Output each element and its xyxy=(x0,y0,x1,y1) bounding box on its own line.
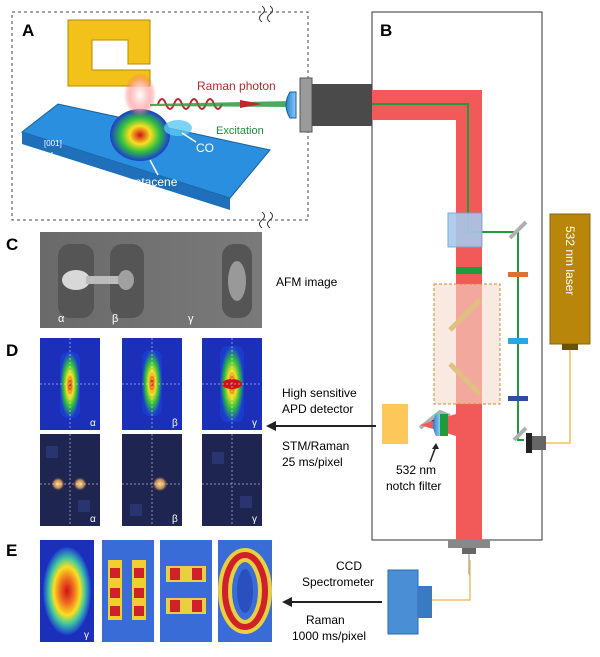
d-noise-alpha-label: α xyxy=(90,514,96,525)
stm-label-2: 25 ms/pixel xyxy=(282,455,343,469)
raman-arrow xyxy=(240,100,262,108)
laser-label: 532 nm laser xyxy=(563,226,577,295)
e-map-3 xyxy=(160,540,212,642)
e-map-4 xyxy=(218,540,272,642)
d-noise-alpha xyxy=(40,434,100,526)
d-map-gamma xyxy=(202,338,262,430)
panel-label-e: E xyxy=(6,541,17,560)
ccd-arrow-head xyxy=(282,597,292,607)
axis-110-label: [110] xyxy=(62,165,79,174)
ccd-spectrometer-icon xyxy=(387,569,419,635)
panel-b: B 532 nm laser xyxy=(266,11,591,643)
objective-housing xyxy=(312,84,372,126)
galvo-mirror-1 xyxy=(448,298,482,332)
co-molecule xyxy=(164,120,192,136)
panel-c: C α β γ AFM image xyxy=(6,232,338,328)
excitation-label: Excitation xyxy=(216,125,264,137)
objective-lens-icon xyxy=(285,91,297,119)
panel-e: E γ xyxy=(6,540,272,642)
axis-001-label: [001] xyxy=(44,139,62,148)
bottom-port xyxy=(448,540,490,548)
afm-alpha-label: α xyxy=(58,313,65,325)
stm-label-1: STM/Raman xyxy=(282,439,349,453)
galvo-mirror-2 xyxy=(448,362,482,396)
ccd-label-2: Spectrometer xyxy=(302,575,374,589)
d-map-gamma-label: γ xyxy=(252,418,257,429)
break-mark-top xyxy=(259,5,273,23)
break-mark-bottom xyxy=(259,211,273,229)
mirror-top-right xyxy=(508,220,528,240)
bottom-port-stem xyxy=(462,548,476,554)
notch-label-2: notch filter xyxy=(386,479,441,493)
d-noise-gamma xyxy=(202,434,262,526)
excitation-beam xyxy=(150,101,292,107)
detection-lens-icon xyxy=(433,414,440,436)
filter-cyan xyxy=(508,338,528,344)
panel-label-d: D xyxy=(6,341,18,360)
raman-photon-label: Raman photon xyxy=(197,79,276,93)
apd-detector-icon xyxy=(382,404,408,444)
afm-bright-beta xyxy=(118,270,134,290)
laser-fiber xyxy=(546,346,571,444)
green-beam-path xyxy=(372,103,524,441)
axis-arrows xyxy=(51,152,68,169)
apd-arrow-head xyxy=(266,421,276,431)
d-map-beta xyxy=(122,338,182,430)
e-map-1 xyxy=(40,540,94,642)
d-map-alpha-label: α xyxy=(90,418,96,429)
afm-bond xyxy=(86,276,122,284)
mirror-bottom-right xyxy=(512,426,528,442)
panel-d: D α β γ α xyxy=(6,338,262,526)
laser-output xyxy=(562,344,578,350)
notch-pointer-head xyxy=(432,443,439,449)
apd-label-2: APD detector xyxy=(282,402,353,416)
co-label: CO xyxy=(196,141,214,155)
filter-orange xyxy=(508,272,528,277)
galvo-box xyxy=(433,283,501,405)
panel-a: A Raman photon Excitation CO Pentacene [… xyxy=(11,5,309,229)
panel-label-a: A xyxy=(22,21,34,40)
pentacene-pointer xyxy=(149,159,159,176)
afm-beta-label: β xyxy=(112,313,118,325)
ccd-label-1: CCD xyxy=(336,559,362,573)
pentacene-spot xyxy=(110,109,170,161)
panel-label-c: C xyxy=(6,235,18,254)
co-pointer xyxy=(181,132,197,143)
raman-label-2: 1000 ms/pixel xyxy=(292,629,366,643)
ccd-port xyxy=(418,586,432,618)
shutter xyxy=(526,433,532,453)
laser-spot xyxy=(124,73,156,117)
notch-filter-top xyxy=(456,267,482,274)
afm-bright-gamma xyxy=(228,261,246,301)
afm-image-label: AFM image xyxy=(276,275,338,289)
substrate-side xyxy=(22,132,230,210)
raman-label-1: Raman xyxy=(306,613,345,627)
e-map-1-label: γ xyxy=(84,630,89,641)
panel-label-b: B xyxy=(380,21,392,40)
d-noise-beta xyxy=(122,434,182,526)
beam-splitter-cube xyxy=(447,212,483,248)
ccd-fiber xyxy=(432,560,471,601)
afm-bright-alpha xyxy=(62,270,90,290)
d-noise-gamma-label: γ xyxy=(252,514,257,525)
d-map-beta-label: β xyxy=(172,418,178,429)
pentacene-label: Pentacene xyxy=(120,175,178,189)
fiber-coupler xyxy=(532,436,546,450)
filter-blue xyxy=(508,396,528,401)
notch-filter xyxy=(440,414,448,436)
d-map-alpha xyxy=(40,338,100,430)
e-map-2 xyxy=(102,540,154,642)
afm-gamma-label: γ xyxy=(188,313,194,325)
window-flange xyxy=(299,77,313,133)
d-noise-beta-label: β xyxy=(172,514,178,525)
apd-label-1: High sensitive xyxy=(282,386,357,400)
notch-label-1: 532 nm xyxy=(396,463,436,477)
stm-tip-icon xyxy=(67,19,151,87)
